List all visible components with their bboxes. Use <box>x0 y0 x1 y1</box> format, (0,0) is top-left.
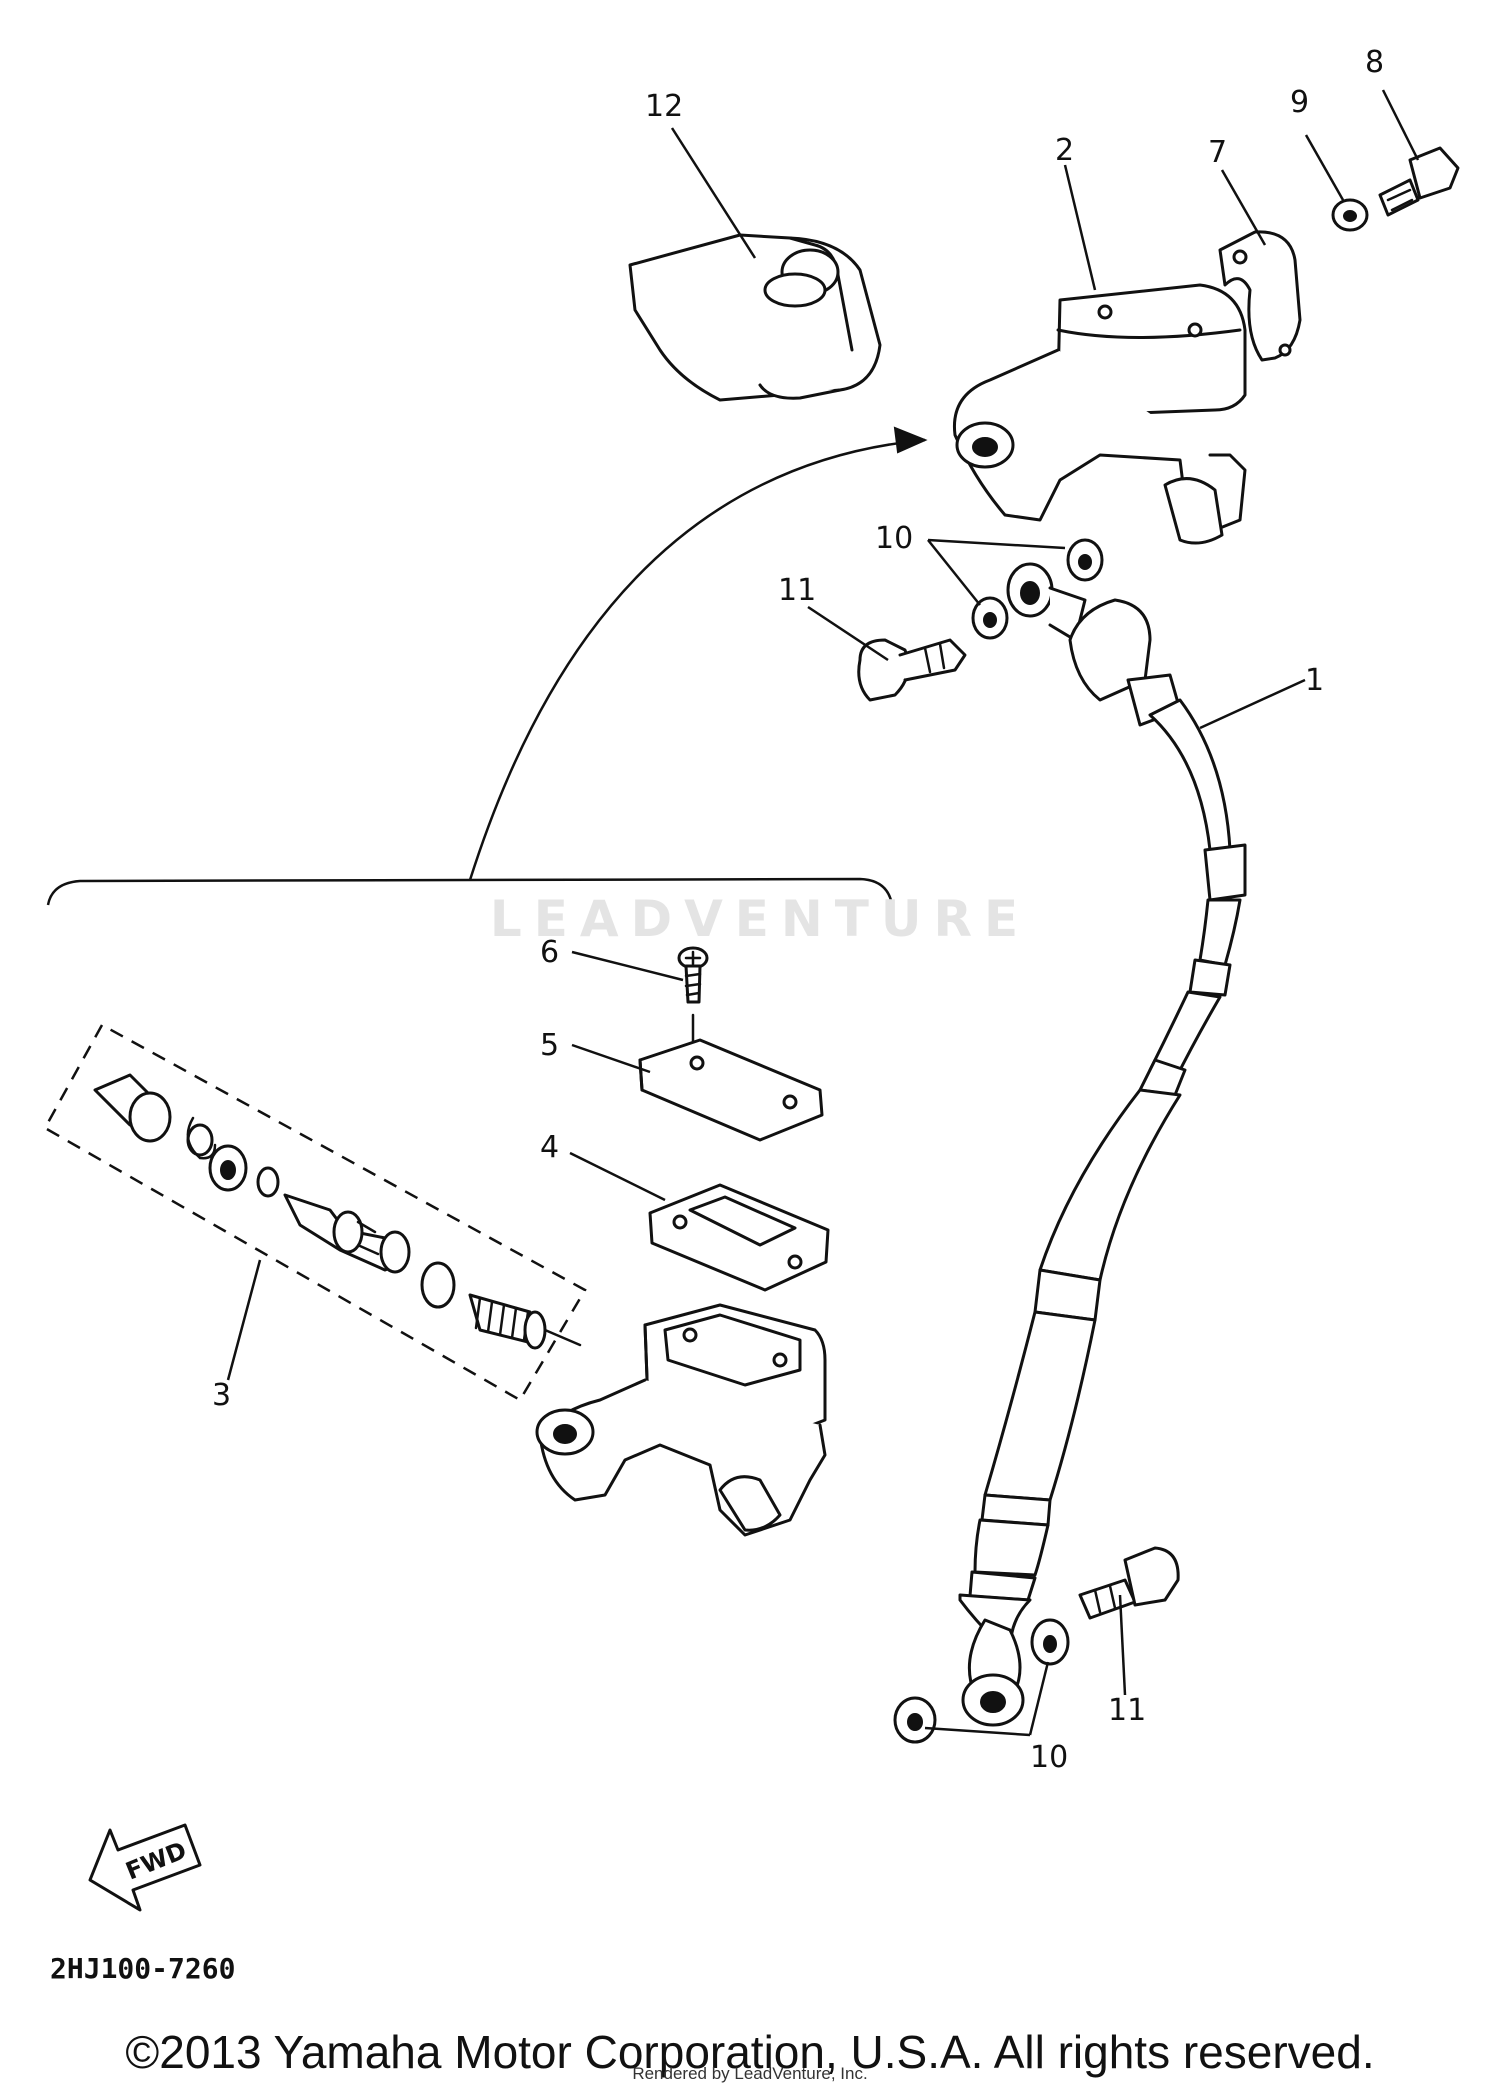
label-part-7: 7 <box>1208 135 1227 170</box>
fwd-direction-arrow: FWD <box>88 1823 202 1912</box>
part-1-brake-hose[interactable] <box>958 562 1247 1727</box>
diagram-code: 2HJ100-7260 <box>50 1952 235 1985</box>
part-7-holder[interactable] <box>1218 230 1302 362</box>
part-2-master-cylinder[interactable] <box>952 283 1247 545</box>
label-part-9: 9 <box>1290 85 1309 120</box>
label-part-8: 8 <box>1365 45 1384 80</box>
label-part-5: 5 <box>540 1028 559 1063</box>
label-part-2: 2 <box>1055 133 1074 168</box>
part-10-washers-bottom[interactable] <box>893 1618 1070 1744</box>
part-11-union-bolt-top[interactable] <box>857 638 967 702</box>
part-8-bolt[interactable] <box>1378 146 1460 217</box>
part-4-diaphragm[interactable] <box>648 1183 830 1292</box>
leader-lines <box>226 89 1420 1737</box>
inset-bracket <box>46 877 894 906</box>
rendered-by-notice: Rendered by LeadVenture, Inc. <box>632 2064 868 2083</box>
part-9-washer[interactable] <box>1331 198 1369 232</box>
label-part-3: 3 <box>212 1378 231 1413</box>
part-6-screw[interactable] <box>677 946 709 1052</box>
label-part-1: 1 <box>1305 663 1324 698</box>
master-cylinder-body-inset[interactable] <box>535 1303 827 1537</box>
inset-pointer <box>468 426 928 881</box>
part-12-lever-cover[interactable] <box>628 233 882 402</box>
part-5-cap[interactable] <box>638 1038 824 1142</box>
copyright-notice: ©2013 Yamaha Motor Corporation, U.S.A. A… <box>125 2026 1375 2078</box>
label-part-4: 4 <box>540 1130 559 1165</box>
label-part-11-bottom: 11 <box>1108 1693 1146 1728</box>
label-part-10-bottom: 10 <box>1030 1740 1068 1775</box>
label-part-11-top: 11 <box>778 573 816 608</box>
part-11-union-bolt-bottom[interactable] <box>1078 1546 1180 1620</box>
label-part-12: 12 <box>645 89 683 124</box>
part-10-washers-top[interactable] <box>971 538 1104 640</box>
label-part-10-top: 10 <box>875 521 913 556</box>
part-3-cylinder-kit[interactable] <box>43 1023 587 1402</box>
label-part-6: 6 <box>540 935 559 970</box>
